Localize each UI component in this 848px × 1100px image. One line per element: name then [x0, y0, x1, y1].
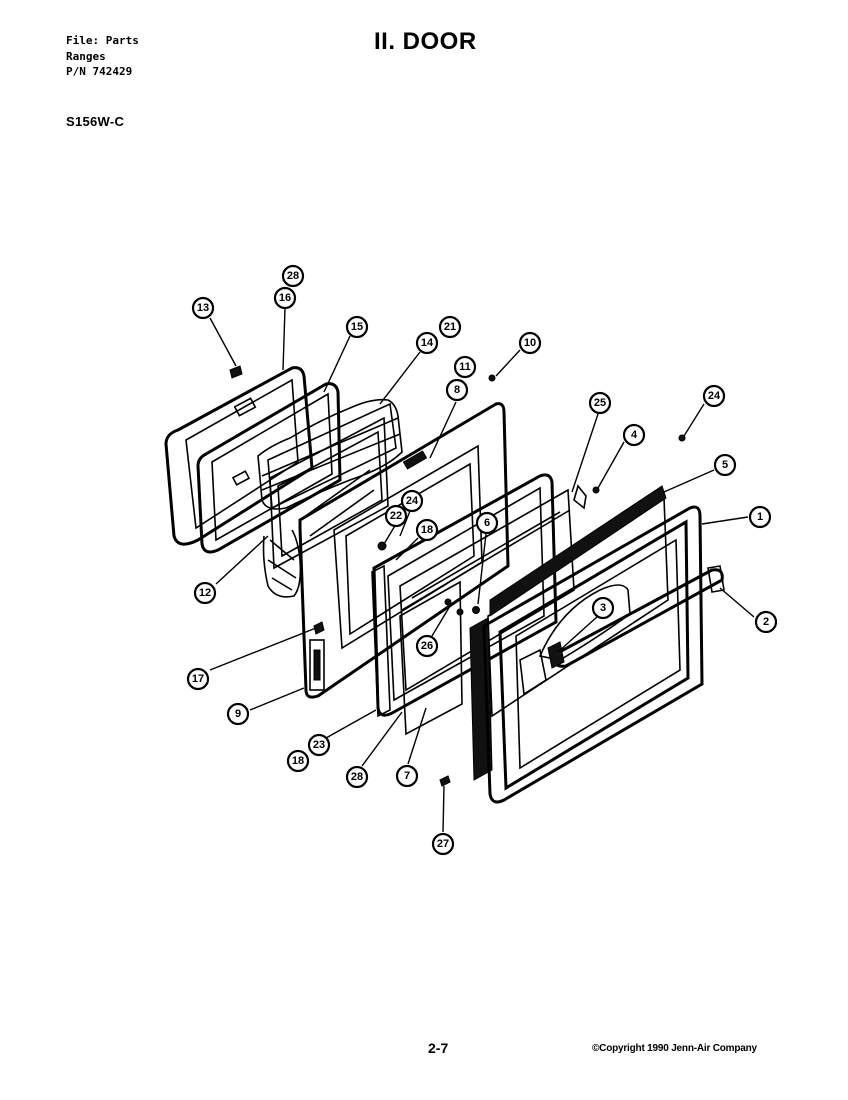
svg-text:16: 16 [279, 292, 291, 304]
callout-15: 15 [345, 315, 369, 339]
svg-text:21: 21 [444, 321, 456, 333]
part-middle-glass [469, 484, 669, 781]
part-fastener-6 [472, 606, 480, 614]
part-door-handle [547, 565, 725, 669]
svg-text:8: 8 [454, 384, 460, 396]
svg-text:18: 18 [292, 755, 304, 767]
svg-text:22: 22 [390, 510, 402, 522]
part-screw-17 [313, 621, 325, 635]
callout-21: 21 [438, 315, 462, 339]
part-screw-27 [439, 775, 451, 787]
svg-text:28: 28 [351, 771, 363, 783]
svg-text:12: 12 [199, 587, 211, 599]
part-outer-door [482, 505, 704, 804]
callout-8-top: 8 [445, 378, 469, 402]
svg-text:23: 23 [313, 739, 325, 751]
svg-text:9: 9 [235, 708, 241, 720]
svg-text:26: 26 [421, 640, 433, 652]
callout-7: 7 [395, 764, 419, 788]
callout-2: 2 [754, 610, 778, 634]
svg-text:24: 24 [708, 390, 721, 402]
part-screw-13 [229, 365, 243, 379]
svg-text:10: 10 [524, 337, 536, 349]
callout-18-lower: 18 [286, 749, 310, 773]
callout-3: 3 [591, 596, 615, 620]
callout-18-upper: 18 [415, 518, 439, 542]
svg-text:25: 25 [594, 397, 606, 409]
callout-12: 12 [193, 581, 217, 605]
part-screw-24 [678, 434, 686, 442]
callout-17: 17 [186, 667, 210, 691]
part-screw-4 [592, 486, 600, 494]
callout-11: 11 [453, 355, 477, 379]
callout-24-center: 24 [400, 489, 424, 513]
callout-13: 13 [191, 296, 215, 320]
model-number: S156W-C [66, 114, 125, 129]
svg-text:3: 3 [600, 602, 606, 614]
callout-5: 5 [713, 453, 737, 477]
svg-text:6: 6 [484, 517, 490, 529]
svg-text:27: 27 [437, 838, 449, 850]
callout-24-right: 24 [702, 384, 726, 408]
svg-text:5: 5 [722, 459, 728, 471]
callout-6: 6 [475, 511, 499, 535]
copyright-notice: ©Copyright 1990 Jenn-Air Company [592, 1043, 757, 1054]
page-title: II. DOOR [374, 28, 477, 55]
callout-1: 1 [748, 505, 772, 529]
leader-lines [209, 307, 755, 833]
callout-28-bottom: 28 [345, 765, 369, 789]
file-line: File: Parts [66, 34, 139, 47]
part-glass-retainer [399, 488, 575, 736]
svg-text:11: 11 [459, 361, 471, 373]
svg-text:24: 24 [406, 495, 419, 507]
svg-text:7: 7 [404, 770, 410, 782]
callout-10: 10 [518, 331, 542, 355]
category-line: Ranges [66, 49, 106, 63]
callout-4: 4 [622, 423, 646, 447]
part-door-gasket [196, 382, 342, 554]
part-inner-door-panel [298, 402, 510, 699]
svg-text:18: 18 [421, 524, 433, 536]
svg-text:17: 17 [192, 673, 204, 685]
svg-text:4: 4 [631, 429, 638, 441]
callout-26: 26 [415, 634, 439, 658]
callout-25: 25 [588, 391, 612, 415]
part-fastener-26a [444, 598, 452, 606]
page-number: 2-7 [428, 1040, 449, 1056]
callout-27: 27 [431, 832, 455, 856]
svg-text:1: 1 [757, 511, 763, 523]
svg-text:28: 28 [287, 270, 299, 282]
callout-9: 9 [226, 702, 250, 726]
callout-22: 22 [384, 504, 408, 528]
callout-28-top: 28 [281, 264, 305, 288]
part-number-line: P/N 742429 [66, 65, 133, 78]
svg-text:2: 2 [763, 616, 769, 628]
callout-23: 23 [307, 733, 331, 757]
callout-14: 14 [415, 331, 439, 355]
callout-16: 16 [273, 286, 297, 310]
svg-text:15: 15 [351, 321, 363, 333]
svg-text:14: 14 [421, 337, 434, 349]
part-fastener-26b [456, 608, 464, 616]
part-inner-door-liner [164, 366, 314, 546]
part-screw-10 [488, 374, 496, 382]
svg-text:13: 13 [197, 302, 209, 314]
file-header: File: Parts Ranges P/N 742429 [66, 33, 139, 80]
part-inner-glass [269, 416, 389, 570]
